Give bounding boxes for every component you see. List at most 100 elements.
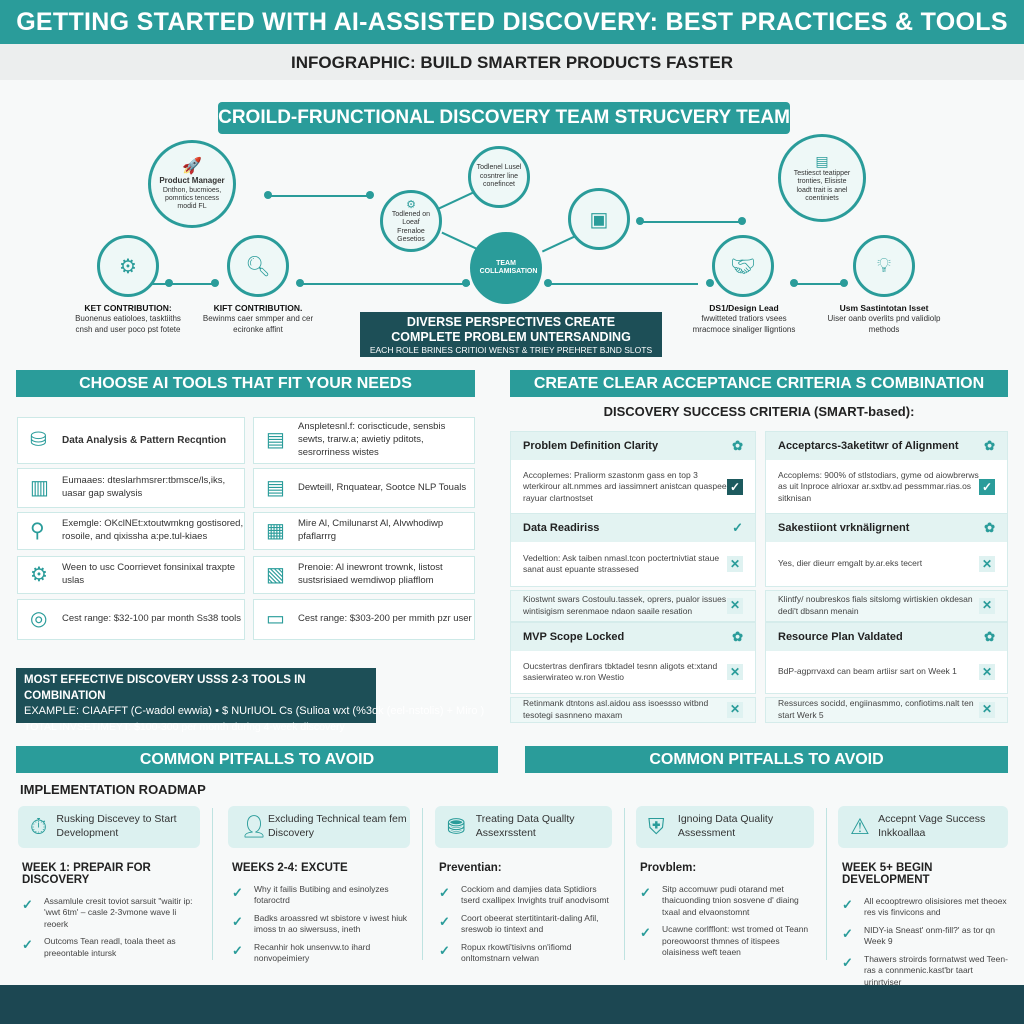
pitfall-box: 👤︎Excluding Technical team fem Discovery — [228, 806, 410, 848]
check-icon: ✓ — [842, 897, 853, 912]
tool-text: Prenoie: Al inewront trownk, listost sus… — [298, 562, 443, 586]
criteria-card: Sakestiiont vrknäligrnent ✿ Yes, dier dieu… — [765, 513, 1008, 587]
tech-lead-node: Todlenel Lusel cosntrer line conefincet — [468, 146, 530, 208]
chip-icon: ▣ — [589, 208, 609, 231]
page-title: GETTING STARTED WITH AI-ASSISTED DISCOVE… — [0, 0, 1024, 44]
criteria-body: Accoplems: 900% of stlstodiars, gyme od … — [778, 469, 979, 503]
check-icon: ✓ — [22, 897, 33, 912]
x-mark-icon[interactable]: ✕ — [979, 701, 995, 718]
criteria-title: Acceptarcs-3aketitwr of Alignment — [778, 440, 959, 452]
gear-icon: ⚙ — [406, 198, 416, 211]
pitfalls-heading-left: COMMON PITFALLS TO AVOID — [16, 746, 498, 773]
x-mark-icon[interactable]: ✕ — [727, 556, 743, 572]
gear-badge-icon: ✿ — [984, 438, 995, 453]
page-subtitle: INFOGRAPHIC: BUILD SMARTER PRODUCTS FAST… — [0, 44, 1024, 80]
pitfall-box: ⛨Ignoing Data Quality Assessment — [636, 806, 814, 848]
gear-badge-icon: ✿ — [984, 629, 995, 644]
roadmap-item: ✓Ucawne corlfflont: wst tromed ot Teann … — [640, 924, 809, 958]
handshake-icon: 🤝︎ — [730, 255, 756, 278]
column-divider — [624, 808, 625, 960]
roadmap-heading: WEEK 1: PREPAIR FOR DISCOVERY — [22, 862, 151, 886]
tech-node: ⚙Todlened on Loeaf Frenaloe Gesetios — [380, 190, 442, 252]
pitfall-label: Excluding Technical team fem Discovery — [267, 813, 407, 839]
footer-band — [0, 985, 1024, 1024]
user-exclude-icon: 👤︎ — [240, 813, 268, 839]
pitfall-label: Treating Data Quallty Assexrsstent — [475, 813, 575, 839]
tool-card: ▭Cest range: $303-200 per mmith pzr user — [253, 599, 475, 640]
criteria-body: Accoplemes: Praliorm szastonm gass en to… — [523, 469, 727, 503]
roadmap-heading: Preventian: — [439, 862, 502, 874]
criteria-card: Kiostwnt swars Costoulu.tassek, oprers, … — [510, 590, 756, 622]
roadmap-item: ✓Badks aroassred wt sbistore v iwest hiu… — [232, 912, 408, 935]
criteria-heading: CREATE CLEAR ACCEPTANCE CRITERIA S COMBI… — [510, 370, 1008, 397]
database-icon: ⛃ — [447, 813, 466, 839]
x-mark-icon[interactable]: ✕ — [979, 664, 995, 680]
team-callout: DIVERSE PERSPECTIVES CREATE COMPLETE PRO… — [360, 312, 662, 357]
ai-chip-node: ▣ — [568, 188, 630, 250]
tool-card: ⚙Ween to usc Coorrievet fonsinixal traxp… — [17, 556, 245, 594]
tool-card: ⚲Exemgle: OKclNEt:xtoutwmkng gostisored,… — [17, 512, 245, 550]
criteria-subheading: DISCOVERY SUCCESS CRITERIA (SMART-based)… — [603, 404, 915, 419]
criteria-card: Acceptarcs-3aketitwr of Alignment ✿ Accopl… — [765, 431, 1008, 515]
gear-badge-icon: ✿ — [732, 629, 743, 644]
criteria-body: BdP-agprrvaxd can beam artiisr sart on W… — [778, 666, 957, 677]
document-icon: ▤ — [266, 476, 285, 499]
contribution-label-1: KET CONTRIBUTION:Buonenus eatioloes, tas… — [75, 303, 181, 334]
column-divider — [212, 808, 213, 960]
checkbox-checked-icon[interactable]: ✓ — [727, 479, 743, 495]
x-mark-icon[interactable]: ✕ — [727, 701, 743, 718]
gears-icon: ⚙ — [30, 563, 48, 586]
check-icon: ✓ — [22, 937, 33, 953]
roadmap-item: ✓Sitp accomuwr pudi otarand met thaicuon… — [640, 884, 799, 917]
criteria-card: Resource Plan Valdated✿BdP-agprrvaxd can… — [765, 622, 1008, 694]
rocket-icon: 🚀 — [182, 158, 202, 176]
criteria-title: MVP Scope Locked — [523, 631, 625, 643]
criteria-body: Oucstertras denfirars tbktadel tesnn ali… — [523, 660, 718, 682]
gear-badge-icon: ✿ — [984, 520, 995, 535]
check-icon: ✓ — [232, 913, 243, 929]
tools-callout: MOST EFFECTIVE DISCOVERY USSS 2-3 TOOLS … — [16, 668, 484, 733]
gear-badge-icon: ✿ — [732, 438, 743, 453]
criteria-title: Sakestiiont vrknäligrnent — [778, 522, 910, 534]
team-collaboration-node: TEAM COLLAMISATION — [470, 232, 542, 304]
checkbox-checked-icon[interactable]: ✓ — [979, 479, 995, 495]
criteria-body: Ressurces socidd, engiinasmmo, confiotim… — [778, 698, 974, 720]
document-icon: ▤ — [266, 429, 285, 451]
tool-card: ⛁Data Analysis & Pattern Recqntion — [17, 417, 245, 464]
x-mark-icon[interactable]: ✕ — [727, 664, 743, 680]
check-icon: ✓ — [640, 885, 651, 900]
roadmap-item: ✓Assamlule cresit toviot sarsuit "waitir… — [22, 896, 193, 929]
x-mark-icon[interactable]: ✕ — [979, 597, 995, 614]
tool-text: Mire Al, Cmilunarst Al, Alvwhodiwp pfafl… — [298, 518, 444, 542]
pitfall-box: ⚠Accepnt Vage Success Inkkoallaa — [838, 806, 1008, 848]
check-icon: ✓ — [439, 942, 450, 958]
criteria-body: Retinmank dtntons asl.aidou ass isoessso… — [523, 698, 709, 720]
check-icon: ✓ — [842, 954, 853, 970]
tool-card: ▥Eumaaes: dteslarhmsrer:tbmsce/ls,iks, u… — [17, 468, 245, 508]
check-icon: ✓ — [232, 942, 243, 958]
roadmap-title: IMPLEMENTATION ROADMAP — [20, 782, 206, 797]
criteria-body: Vedeltion: Ask taiben nmasl.tcon poctert… — [523, 552, 720, 574]
contribution-node-1: ⚙ — [97, 235, 159, 297]
criteria-body: Klintfy/ noubreskos fials sitslomg wirti… — [778, 594, 973, 616]
document-gear-icon: ⚙ — [119, 255, 137, 278]
criteria-body: Yes, dier dieurr emgalt by.ar.eks tecert — [778, 558, 923, 569]
network-icon: ⛁ — [30, 429, 47, 451]
roadmap-item: ✓Recanhir hok unsenvw.to ihard nonvopeim… — [232, 941, 371, 964]
lightbulb-icon: 💡︎ — [877, 254, 891, 277]
x-mark-icon[interactable]: ✕ — [979, 556, 995, 572]
criteria-body: Kiostwnt swars Costoulu.tassek, oprers, … — [523, 594, 727, 616]
team-structure-title: CROILD-FRUNCTIONAL DISCOVERY TEAM STRUCV… — [218, 102, 790, 134]
roadmap-item: ✓Ropux rkowti'tisivns on'ifiomd onltomst… — [439, 941, 572, 964]
pitfall-label: Ignoing Data Quality Assessment — [677, 813, 774, 839]
roadmap-item: ✓Why it failis Butibing and esinolyzes f… — [232, 884, 389, 906]
tool-text: Anspletesnl.f: coriscticude, sensbis sew… — [298, 421, 446, 458]
criteria-title: Problem Definition Clarity — [523, 440, 659, 452]
roadmap-item: ✓Thawers stroirds forrnatwst wed Teen-ra… — [842, 953, 1008, 987]
x-mark-icon[interactable]: ✕ — [727, 597, 743, 614]
check-icon: ✓ — [842, 925, 853, 941]
